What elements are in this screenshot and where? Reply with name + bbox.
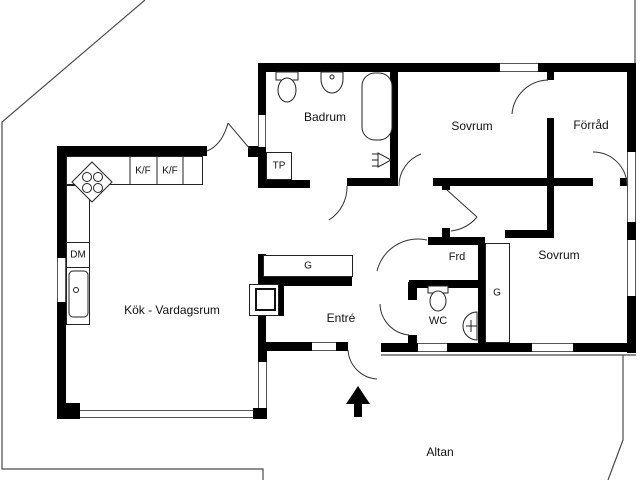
- fixture-label-g-sovrum: G: [493, 287, 501, 299]
- wall-fireplace-jamb: [276, 286, 284, 316]
- fixture-label-kf1: K/F: [135, 165, 151, 177]
- wall-kitchen-top: [57, 146, 207, 156]
- wc-toilet-bowl-icon: [429, 290, 447, 312]
- wall-connector-corner: [253, 408, 267, 419]
- wall-badrum-right: [390, 72, 398, 178]
- entrance-arrow-icon: [346, 386, 370, 417]
- wall-kitchen-left-upper: [57, 146, 66, 258]
- wc-tap-icon: [466, 320, 477, 332]
- fixture-label-g-entre: G: [304, 260, 312, 272]
- bathroom-sink-icon: [320, 71, 344, 94]
- window-entre: [312, 342, 336, 351]
- entrance-door-arc: [347, 349, 378, 380]
- window-wc-south: [418, 343, 447, 352]
- frd-door-arc: [376, 238, 428, 272]
- wall-badrum-left-upper: [258, 63, 266, 115]
- wall-right-lower: [627, 296, 636, 353]
- wall-closet-bar: [266, 277, 352, 286]
- wall-right-mid: [627, 222, 636, 240]
- room-label-wc: WC: [428, 315, 448, 327]
- sovrum-top-door-arc: [398, 153, 422, 187]
- wall-kitchen-left-lower: [57, 302, 66, 410]
- tap-icon: [329, 74, 335, 80]
- window-sovrum-top: [500, 63, 538, 72]
- fixture-label-dm: DM: [70, 249, 86, 261]
- toilet-tank-icon: [275, 71, 299, 81]
- fixture-label-tp: TP: [272, 160, 286, 172]
- toilet-bowl-icon: [277, 77, 297, 103]
- hall-door-arc: [450, 216, 478, 232]
- window-sovrum-south: [532, 343, 573, 352]
- wall-pocket-bottom: [505, 230, 554, 238]
- window-forrad: [627, 152, 636, 222]
- backdoor-arc: [206, 122, 229, 152]
- wall-wc-left: [408, 282, 417, 300]
- fixture-label-kf2: K/F: [162, 165, 178, 177]
- window-sovrum-right: [627, 240, 636, 296]
- room-label-sovrum-right: Sovrum: [538, 248, 580, 262]
- room-label-sovrum-top: Sovrum: [451, 119, 493, 133]
- tp-unit: [266, 152, 292, 180]
- room-label-forrad: Förråd: [573, 118, 609, 132]
- wall-wc-top: [409, 280, 478, 288]
- room-label-badrum: Badrum: [303, 110, 347, 124]
- room-label-frd: Frd: [448, 251, 466, 263]
- wall-connector-upper: [258, 342, 267, 362]
- wc-sink-icon: [462, 311, 478, 341]
- forrad-door-arc: [511, 79, 549, 115]
- backdoor-leaf: [227, 122, 251, 150]
- room-label-entre: Entré: [326, 311, 356, 325]
- badrum-door-arc: [328, 185, 348, 221]
- fireplace-inner: [255, 288, 276, 311]
- hall-door-leaf: [446, 189, 478, 218]
- window-badrum: [258, 115, 266, 147]
- wall-top: [258, 63, 636, 72]
- bathtub-icon: [361, 72, 393, 141]
- room-label-altan: Altan: [426, 445, 454, 459]
- wall-bottom-1: [381, 343, 418, 352]
- wall-frd-right: [478, 238, 485, 343]
- window-connector: [258, 362, 267, 408]
- wall-forrad-stub: [547, 72, 554, 80]
- wall-doorstub-upper: [442, 180, 450, 190]
- shower-drain-lines: [372, 153, 378, 167]
- wall-sovrum-forrad: [547, 118, 554, 238]
- wall-wc-stub: [408, 335, 417, 343]
- wardrobe-sovrum: [485, 243, 510, 343]
- wc-door-arc: [379, 303, 410, 336]
- wall-entre-bottom-1: [258, 342, 312, 351]
- wall-badrum-left-lower: [258, 147, 266, 180]
- room-label-kok-vardagsrum: Kök - Vardagsrum: [124, 303, 220, 317]
- wall-doorstub-lower: [442, 228, 450, 238]
- window-kitchen-south: [80, 410, 253, 418]
- wall-tp-bottom: [258, 180, 310, 188]
- window-kitchen-west: [57, 258, 66, 302]
- wall-hall-a: [347, 178, 398, 186]
- wall-right-upper: [627, 63, 636, 152]
- wall-frd-top: [428, 237, 485, 245]
- door-swings: [206, 79, 628, 380]
- wall-bottom-2: [447, 343, 532, 352]
- wall-entre-bottom-2: [336, 342, 348, 351]
- wall-below-fireplace: [258, 316, 266, 342]
- wall-hall-b: [433, 178, 593, 186]
- wall-bottom-3: [573, 343, 636, 352]
